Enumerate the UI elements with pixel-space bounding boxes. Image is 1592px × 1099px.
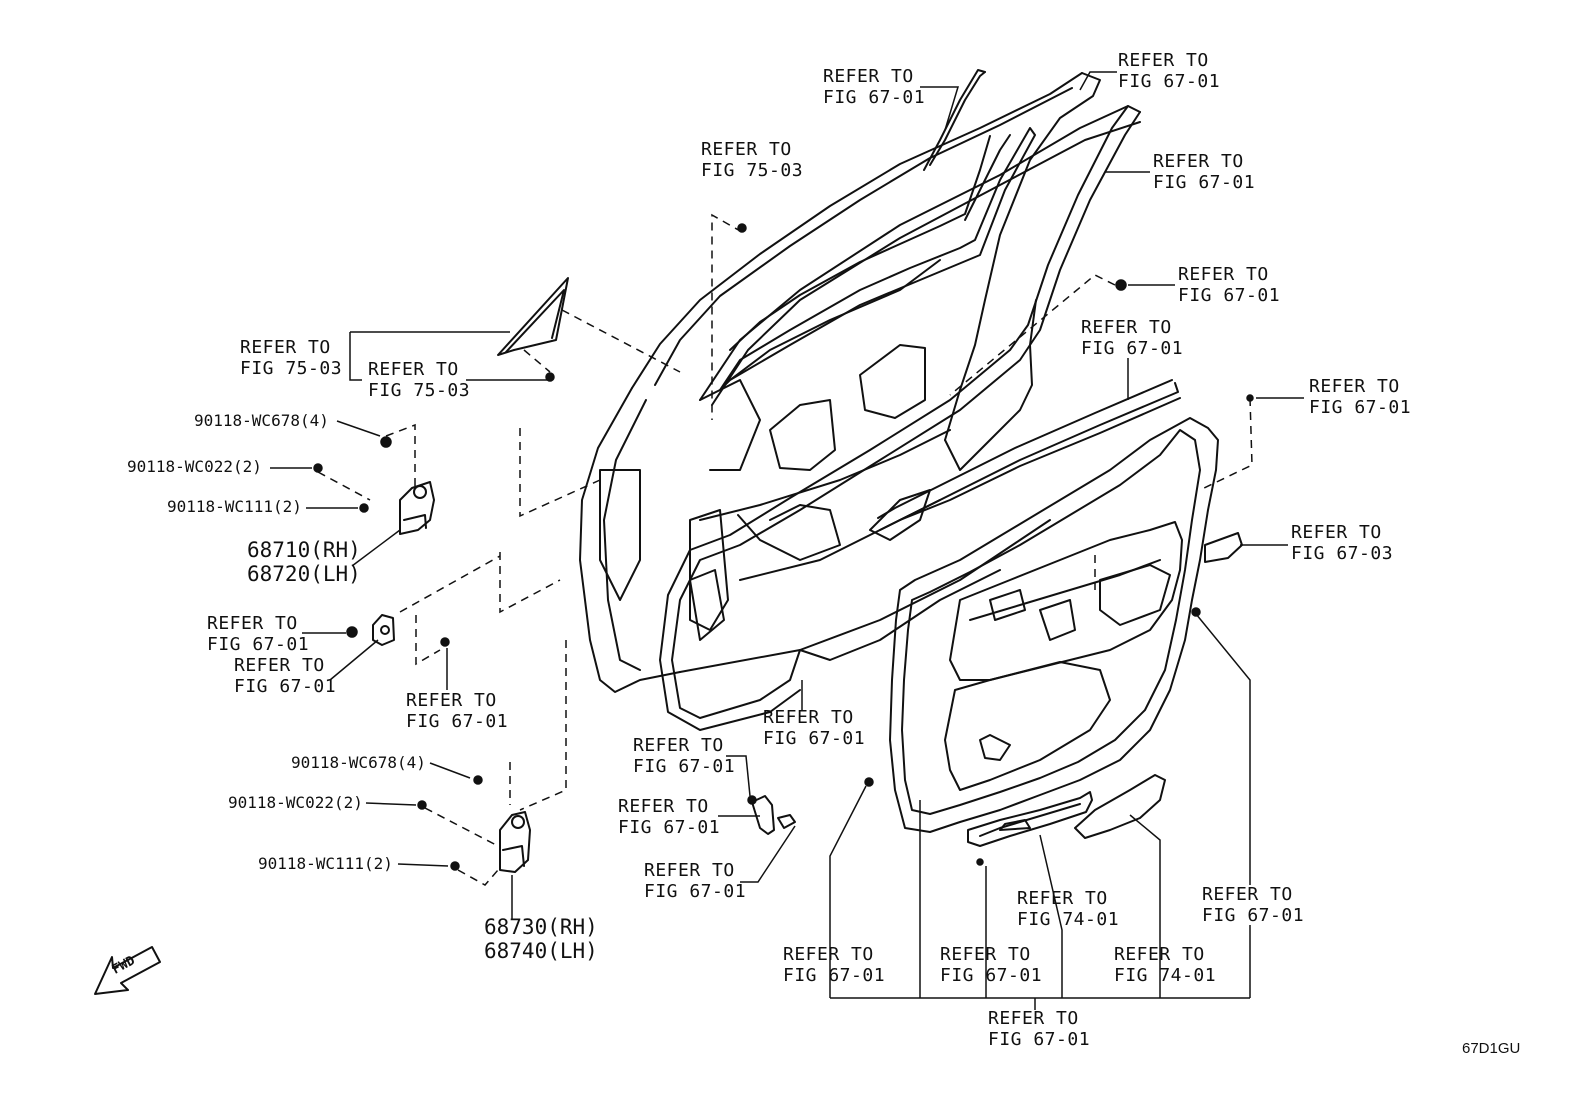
bolt-part-lower-2: 90118-WC022(2)	[228, 793, 363, 812]
corner-garnish	[497, 277, 569, 356]
door-weatherstrip	[659, 105, 1141, 731]
fwd-arrow-icon	[94, 946, 161, 995]
armrest-cover	[1074, 774, 1166, 839]
door-shell	[579, 72, 1101, 693]
bolt-part-lower-3: 90118-WC111(2)	[258, 854, 393, 873]
door-check	[372, 614, 395, 646]
bolt-part-upper-1: 90118-WC678(4)	[194, 411, 329, 430]
door-trim-panel	[889, 417, 1219, 833]
leader-lines	[270, 71, 1304, 1010]
armrest-switch-base	[967, 791, 1093, 847]
assembly-lines	[317, 213, 1253, 886]
bolt-part-lower-1: 90118-WC678(4)	[291, 753, 426, 772]
bolt-part-upper-3: 90118-WC111(2)	[167, 497, 302, 516]
lower-hinge	[499, 811, 531, 873]
diagram-code: 67D1GU	[1462, 1040, 1521, 1057]
lower-hinge-part-numbers: 68730(RH)68740(LH)	[484, 915, 598, 963]
upper-hinge-part-numbers: 68710(RH)68720(LH)	[247, 538, 361, 586]
bolt-part-upper-2: 90118-WC022(2)	[127, 457, 262, 476]
fasteners	[313, 223, 1254, 871]
upper-hinge	[399, 481, 435, 535]
